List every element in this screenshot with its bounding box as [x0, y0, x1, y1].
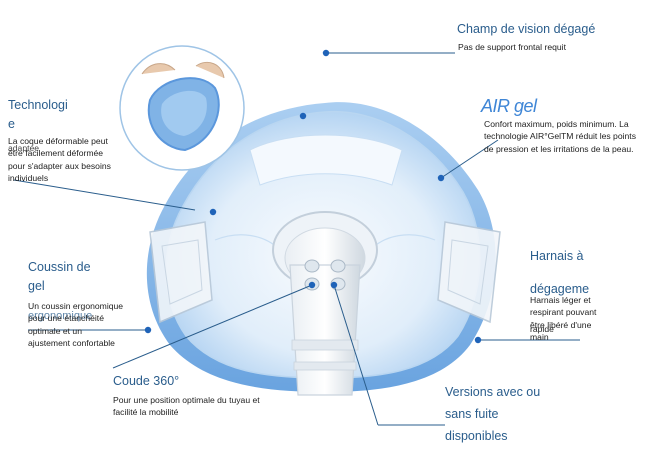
- leader-line-airgel: [440, 139, 499, 179]
- callout-dot-coude: [308, 281, 316, 289]
- callout-dot-technologie: [209, 208, 217, 216]
- technologie-title: Technologi e: [8, 98, 68, 132]
- coude-text: Pour une position optimale du tuyau et f…: [113, 395, 260, 418]
- coussin-title: Coussin de gel: [28, 260, 91, 294]
- callout-dot-harnais: [474, 336, 482, 344]
- coussin-overlap-word: ergonomique: [28, 310, 93, 322]
- right-headgear-clip: [437, 221, 501, 324]
- harnais-text: Harnais léger et respirant pouvant être …: [530, 295, 597, 343]
- callout-dot-top: [299, 112, 307, 120]
- airgel-text: Confort maximum, poids minimum. La techn…: [484, 119, 636, 154]
- callout-dot-champ: [322, 49, 330, 57]
- leader-line-technologie: [13, 179, 196, 211]
- callout-dot-coussin: [144, 326, 152, 334]
- coussin-text: Un coussin ergonomique pour une étanchéi…: [28, 301, 124, 349]
- callout-dot-versions: [330, 281, 338, 289]
- leader-line-coude: [112, 284, 313, 369]
- technologie-overlap-word: adaptée: [8, 143, 40, 153]
- versions-title: Versions avec ou sans fuite disponibles: [445, 385, 541, 443]
- champ-text: Pas de support frontal requit: [458, 42, 566, 52]
- technologie-text: La coque déformable peut être facilement…: [8, 136, 111, 184]
- elbow-tube: [289, 264, 361, 396]
- champ-title: Champ de vision dégagé: [457, 22, 596, 36]
- leader-line-versions: [333, 284, 379, 426]
- harnais-title: Harnais à dégageme: [530, 249, 590, 296]
- callout-dot-airgel: [437, 174, 445, 182]
- vent-hole: [304, 259, 320, 273]
- harnais-overlap-word: rapide: [530, 324, 554, 334]
- vent-hole: [330, 259, 346, 273]
- coude-title: Coude 360°: [113, 374, 180, 388]
- left-headgear-clip: [149, 221, 213, 324]
- airgel-logo: AIR gel: [481, 96, 537, 116]
